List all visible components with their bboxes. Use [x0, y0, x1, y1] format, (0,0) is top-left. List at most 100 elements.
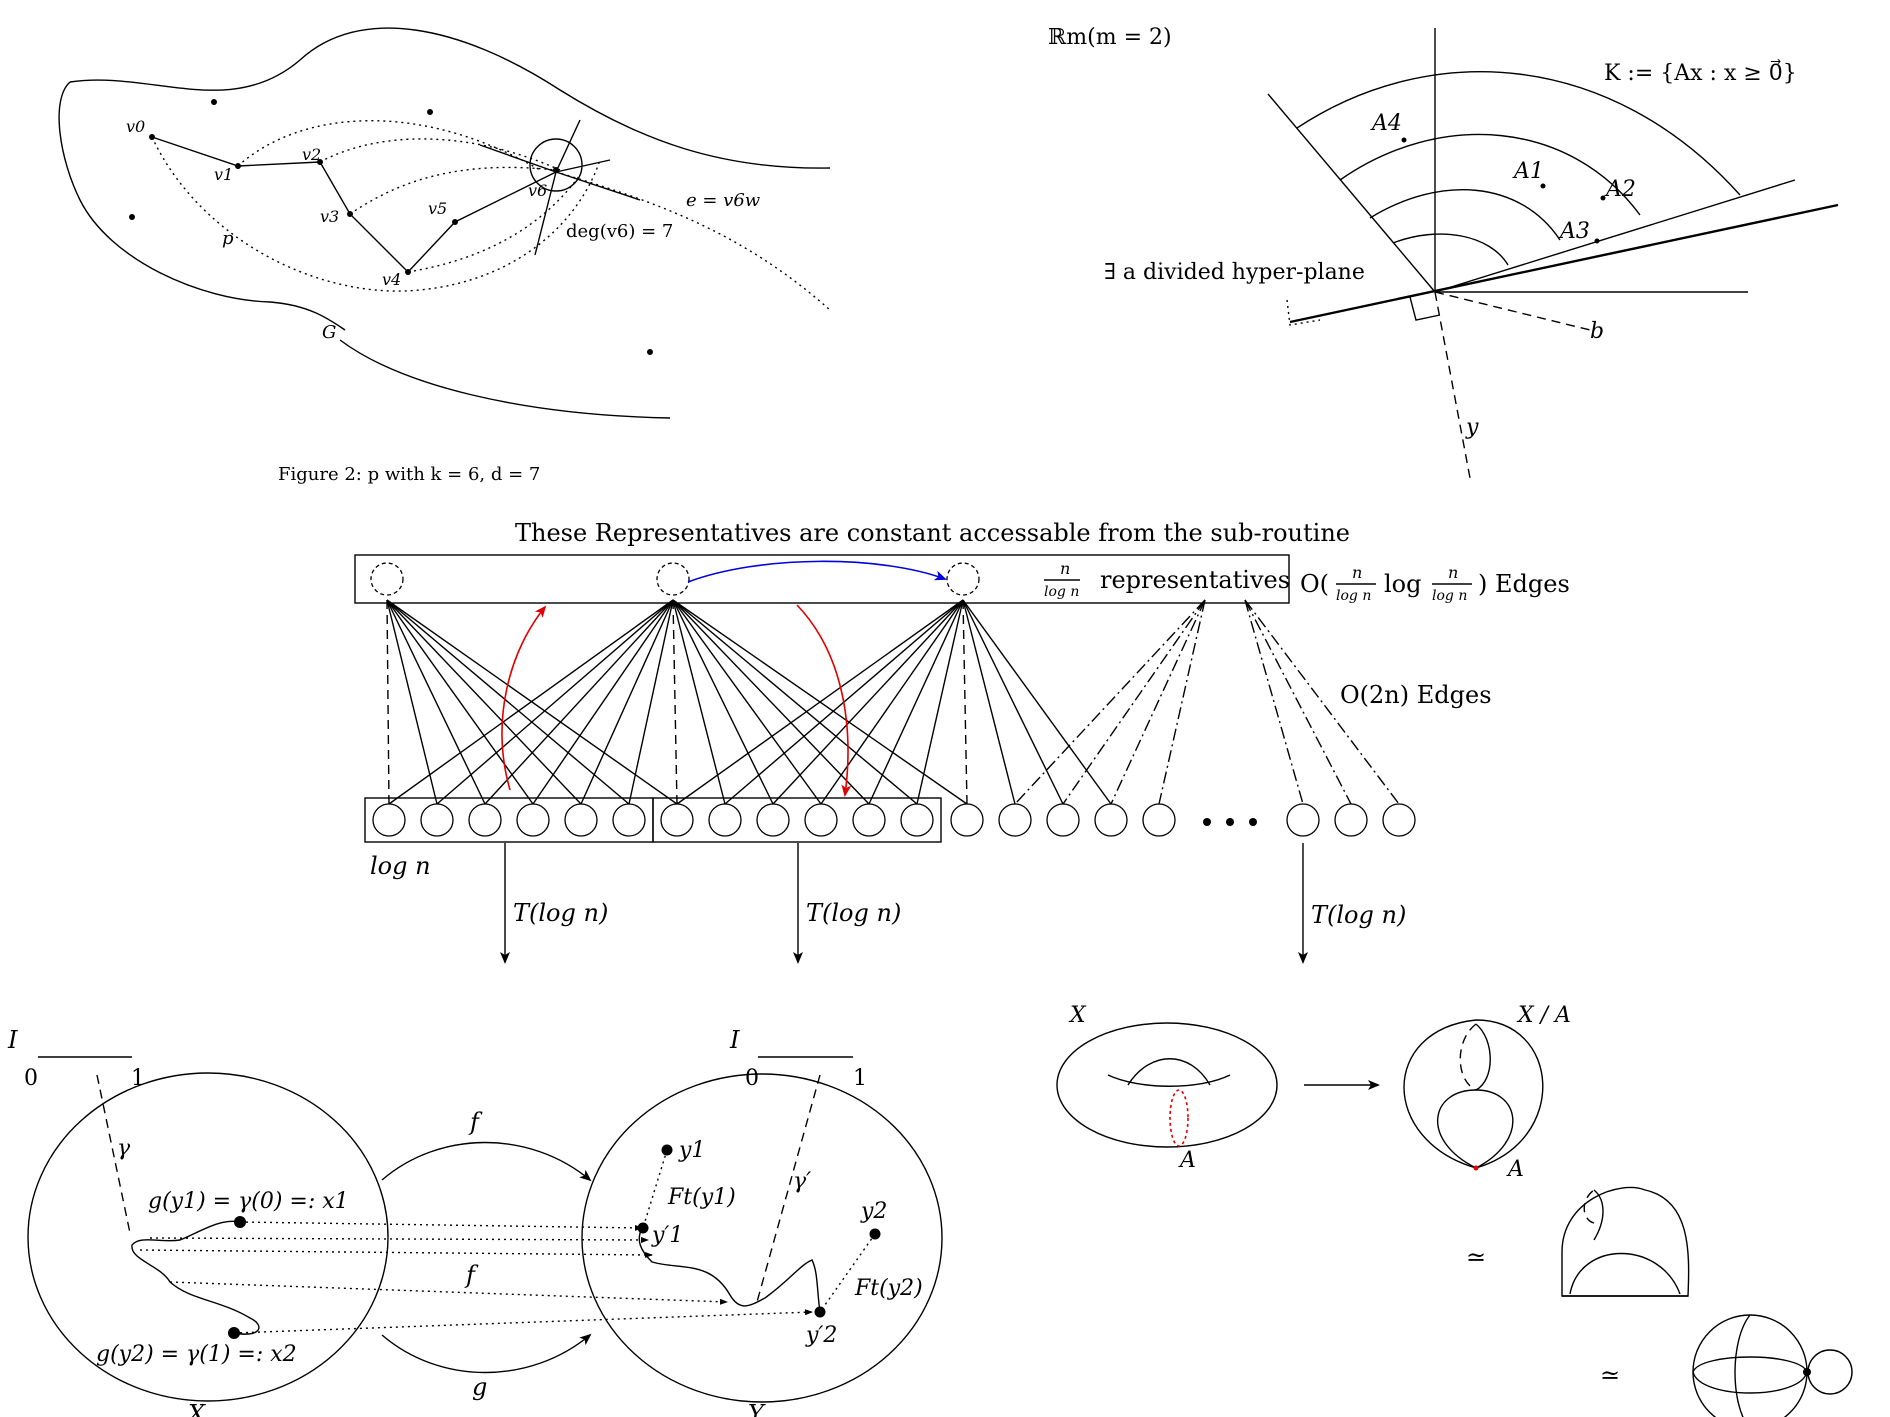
gamma-prime-dashed: [756, 1074, 821, 1303]
bipartite-edges: [386, 599, 1400, 805]
pinched-sphere-outline: [1403, 1019, 1544, 1169]
bottom-node: [998, 803, 1032, 837]
representative-nodes: [370, 562, 980, 596]
y2-label: y2: [860, 1199, 887, 1224]
edge: [580, 599, 674, 805]
network-figure: These Representatives are constant acces…: [354, 519, 1570, 964]
quotient-label-a: A: [1506, 1157, 1524, 1182]
pinched-sphere-seam: [1475, 1023, 1491, 1091]
wedge-point: [1803, 1368, 1811, 1376]
edge: [676, 599, 964, 805]
edge: [672, 599, 918, 805]
edge: [386, 599, 582, 805]
point-label-a2: A2: [1604, 177, 1636, 202]
bottom-node: [612, 803, 646, 837]
edge-v6-up: [555, 119, 581, 173]
graph-vertex-dots: [129, 99, 653, 355]
cone-arc-3: [1369, 189, 1561, 241]
edge: [772, 599, 964, 805]
torus-label-x: X: [1068, 1003, 1087, 1028]
dashed-edge: [386, 599, 390, 805]
vertex-label-v2: v2: [302, 145, 321, 164]
mid-edges-label: O(2n) Edges: [1340, 681, 1492, 709]
vertex-label-v0: v0: [126, 117, 145, 136]
dotted-map-5: [233, 1309, 813, 1334]
equiv-symbol-1: ≃: [1466, 1243, 1486, 1271]
map-f-label: f: [468, 1108, 483, 1136]
network-title: These Representatives are constant acces…: [515, 519, 1350, 547]
edge: [672, 599, 774, 805]
path-dotted-arc-3: [349, 166, 556, 215]
dashdot-edge: [1244, 599, 1304, 805]
hemisphere-inner-arc: [1569, 1252, 1681, 1295]
bottom-node: [1094, 803, 1128, 837]
ft-y1-label: Ft(y1): [667, 1185, 736, 1210]
edge: [386, 599, 534, 805]
map-g-label: g: [472, 1373, 487, 1401]
ft-y2-label: Ft(y2): [854, 1276, 923, 1301]
right-angle-mark: [1409, 296, 1441, 321]
top-edges-log: log: [1384, 570, 1422, 598]
interval-right-1: 1: [853, 1066, 867, 1091]
top-edges-den1: log n: [1336, 588, 1371, 604]
edge-v6-left: [479, 144, 557, 173]
representative-node: [946, 562, 980, 596]
cone-arc-2: [1339, 133, 1641, 216]
point-y1-prime: [637, 1222, 649, 1234]
vertex-label-v6: v6: [528, 181, 547, 200]
edge: [672, 599, 822, 805]
cone-figure: ℝm(m = 2) K := {Ax : x ≥ 0⃗} A4 A1 A2 A3…: [1048, 25, 1839, 479]
path-p-outer-curve: [151, 136, 601, 292]
space-label: ℝm(m = 2): [1048, 25, 1172, 50]
dashdot-edge: [1014, 599, 1206, 805]
bottom-node: [564, 803, 598, 837]
red-arrow-down: [796, 604, 852, 797]
edge: [672, 599, 726, 805]
group-box-2: [652, 797, 942, 843]
map-f-label-mid: f: [464, 1261, 479, 1289]
representative-node: [370, 562, 404, 596]
bottom-node: [1142, 803, 1176, 837]
representative-node: [656, 562, 690, 596]
eq-top-label: g(y1) = γ(0) =: x1: [148, 1189, 349, 1214]
cone-arc-outer: [1296, 71, 1741, 196]
edge: [962, 599, 1016, 805]
path-dotted-arc-2: [319, 138, 561, 171]
point-label-a1: A1: [1512, 159, 1544, 184]
bottom-node: [1334, 803, 1368, 837]
bottom-node: [756, 803, 790, 837]
path-dotted-arc-1: [237, 120, 541, 171]
hyperplane-pointer: [1286, 299, 1321, 326]
dashdot-edge: [1158, 599, 1206, 805]
gamma-dashed: [96, 1074, 131, 1234]
gamma-label: γ: [117, 1136, 131, 1161]
pinch-point: [1473, 1165, 1479, 1171]
dashdot-edge: [1110, 599, 1206, 805]
torus-outline: [1056, 1022, 1278, 1148]
edge: [388, 599, 674, 805]
rep-fraction-num: n: [1060, 559, 1070, 578]
path-label-p: p: [222, 228, 234, 249]
bottom-node: [516, 803, 550, 837]
interval-label-right: I: [729, 1026, 740, 1054]
graph-outer-boundary-left: [58, 81, 346, 331]
cone-left-ray: [1267, 93, 1436, 293]
dashed-edge: [962, 599, 968, 805]
vertex-label-v3: v3: [320, 207, 339, 226]
bottom-node: [1382, 803, 1416, 837]
dividing-hyperplane: [1289, 203, 1839, 324]
group-label: log n: [370, 852, 431, 880]
edge: [386, 599, 438, 805]
rep-box-label: representatives: [1100, 566, 1290, 594]
map-g-arrow: [381, 1333, 592, 1374]
graph-figure: v0 v1 v2 v3 v4 v5 v6 p G e = v6w deg(v6)…: [58, 27, 831, 485]
time-label-1: T(log n): [513, 899, 608, 927]
vector-label-y: y: [1465, 415, 1479, 440]
edge: [484, 599, 674, 805]
edge: [672, 599, 870, 805]
y1-prime-label: y′1: [651, 1223, 683, 1248]
bottom-node: [900, 803, 934, 837]
bottom-node: [1046, 803, 1080, 837]
graph-outer-boundary: [69, 27, 831, 169]
edge: [820, 599, 964, 805]
